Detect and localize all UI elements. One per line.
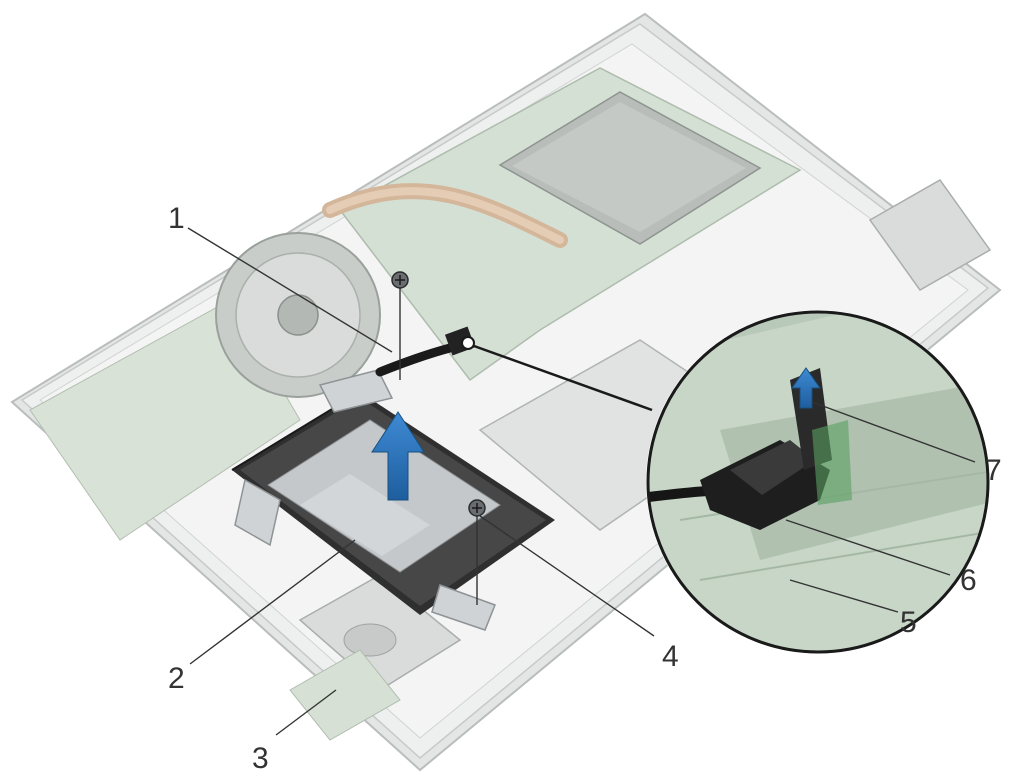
zoom-leader-line [461,336,653,412]
zoom-inset [646,310,990,654]
leader-7 [811,401,976,463]
callout-3: 3 [252,742,269,775]
callout-leaders [187,227,976,736]
board-shield [498,91,762,245]
speaker-left [298,574,462,691]
callout-1: 1 [168,202,185,235]
laptop-base-chassis [10,12,1002,772]
callout-6: 6 [960,564,977,597]
leader-2 [189,539,356,665]
speaker-right [868,179,992,291]
callout-7: 7 [985,454,1002,487]
hard-drive-bracket [234,369,496,631]
io-board [289,649,401,741]
leader-5 [789,579,899,613]
leader-6 [785,519,951,576]
heat-pipe [322,183,568,248]
screw-bottom [468,499,486,605]
callout-5: 5 [900,606,917,639]
leader-3 [275,689,337,736]
lift-arrow-icon [371,411,425,501]
leader-1 [187,227,393,353]
callout-2: 2 [168,662,185,695]
callout-4: 4 [662,640,679,673]
screw-top [391,271,409,380]
system-fan [215,232,381,398]
leader-4 [479,515,655,637]
